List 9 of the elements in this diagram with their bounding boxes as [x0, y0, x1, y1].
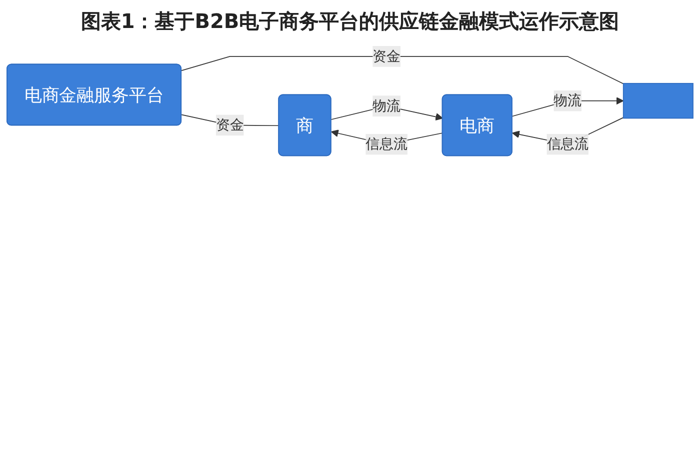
edge-label: 物流 [372, 97, 400, 114]
edge-label: 信息流 [546, 136, 589, 152]
diagram-title: 图表1：基于B2B电子商务平台的供应链金融模式运作示意图 [80, 8, 620, 35]
node-box [622, 82, 694, 119]
edge-label: 信息流 [366, 136, 408, 152]
connector [181, 56, 624, 84]
edge-label: 资金 [372, 48, 400, 64]
edge-label: 资金 [216, 116, 244, 134]
edge-label: 物流 [554, 92, 582, 109]
